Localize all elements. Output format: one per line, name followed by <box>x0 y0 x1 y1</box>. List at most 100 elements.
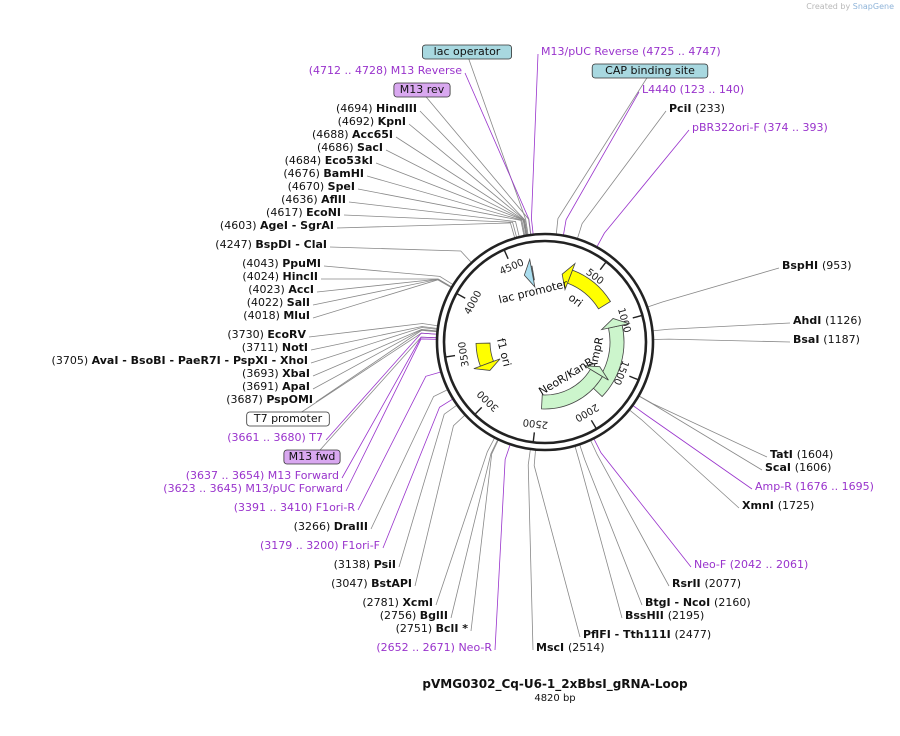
leader-line <box>596 129 690 248</box>
site-position: (4636) <box>281 193 321 206</box>
tick-mark <box>474 406 483 416</box>
leader-line <box>638 395 763 471</box>
feature-f1-ori-body <box>475 342 495 367</box>
enzyme-name: AvaI - BsoBI - PaeR7I - PspXI - XhoI <box>92 354 308 367</box>
site-position: (953) <box>822 259 852 272</box>
bamhi-site-label: (4676) BamHI <box>283 167 364 180</box>
m13-rev-label: M13 rev <box>400 83 445 96</box>
leader-line <box>435 437 496 606</box>
feature-ori-body <box>566 269 612 310</box>
site-position: (3138) <box>334 558 374 571</box>
leader-line <box>366 175 526 236</box>
site-position: (3693) <box>242 367 282 380</box>
enzyme-name: EcoNI <box>306 206 341 219</box>
tick-mark <box>503 249 509 260</box>
tick-label: 4000 <box>463 289 485 317</box>
tick-mark <box>590 419 598 430</box>
site-position: (3047) <box>331 577 371 590</box>
leader-line <box>408 123 528 236</box>
leader-line <box>652 338 791 343</box>
site-position: (3711) <box>242 341 282 354</box>
enzyme-name: KpnI <box>378 115 406 128</box>
site-position: (2160) <box>714 596 751 609</box>
enzyme-name: MscI <box>536 641 568 654</box>
site-position: (3687) <box>226 393 266 406</box>
m13-forward-label: (3637 .. 3654) M13 Forward <box>186 469 339 482</box>
enzyme-name: SalI <box>287 296 310 309</box>
site-position: (3266) <box>294 520 334 533</box>
tick-label: 2000 <box>573 401 601 423</box>
enzyme-name: TatI <box>770 448 797 461</box>
btgi-site-label: BtgI - NcoI (2160) <box>645 596 751 609</box>
leader-line <box>576 110 667 240</box>
enzyme-name: BssHII <box>625 609 668 622</box>
leader-line <box>312 278 453 306</box>
enzyme-name: BspDI - ClaI <box>255 238 327 251</box>
ppumi-site-label: (4043) PpuMI <box>242 257 321 270</box>
site-position: (233) <box>695 102 725 115</box>
tick-label: 4500 <box>498 257 526 277</box>
enzyme-name: EcoRV <box>267 328 306 341</box>
enzyme-name: AccI <box>288 283 314 296</box>
leader-line <box>527 448 534 651</box>
saci-site-label: (4686) SacI <box>317 141 383 154</box>
xbai-site-label: (3693) XbaI <box>242 367 310 380</box>
leader-line <box>562 91 640 236</box>
leader-line <box>341 336 438 479</box>
eco53ki-site-label: (4684) Eco53kI <box>285 154 373 167</box>
neo-f-label: Neo-F (2042 .. 2061) <box>694 558 808 571</box>
scai-site-label: ScaI (1606) <box>765 461 831 474</box>
site-position: (2477) <box>675 628 712 641</box>
site-position: (4603) <box>220 219 260 232</box>
l4440-label: L4440 (123 .. 140) <box>642 83 744 96</box>
econi-site-label: (4617) EcoNI <box>266 206 341 219</box>
site-position: (4692) <box>338 115 378 128</box>
tick-mark <box>532 432 536 443</box>
leader-line <box>638 395 768 458</box>
enzyme-name: ApaI <box>282 380 310 393</box>
site-position: (3730) <box>227 328 267 341</box>
bstapi-site-label: (3047) BstAPI <box>331 577 412 590</box>
leader-line <box>574 445 623 619</box>
site-position: (2077) <box>704 577 741 590</box>
enzyme-name: HincII <box>282 270 318 283</box>
m13-reverse-label: (4712 .. 4728) M13 Reverse <box>309 64 462 77</box>
backbone-ring <box>435 232 655 452</box>
neo-r-label: (2652 .. 2671) Neo-R <box>376 641 492 654</box>
site-position: (4024) <box>242 270 282 283</box>
f1ori-f-label: (3179 .. 3200) F1ori-F <box>260 539 380 552</box>
site-position: (4676) <box>283 167 323 180</box>
feature-label: ori <box>566 291 585 310</box>
enzyme-name: RsrII <box>672 577 704 590</box>
m13-rev-box <box>393 82 451 98</box>
feature-arrowhead <box>561 262 576 292</box>
enzyme-name: DraIII <box>334 520 368 533</box>
m13-fwd-label: M13 fwd <box>289 450 336 463</box>
enzyme-name: BsaI <box>793 333 823 346</box>
enzyme-name: SpeI <box>328 180 355 193</box>
site-position: (4686) <box>317 141 357 154</box>
agei-site-label: (4603) AgeI - SgrAI <box>220 219 334 232</box>
enzyme-name: BamHI <box>323 167 364 180</box>
leader-line <box>466 53 529 236</box>
leader-line <box>348 201 520 238</box>
bsai-site-label: BsaI (1187) <box>793 333 860 346</box>
leader-line <box>343 214 518 238</box>
leader-line <box>357 371 442 511</box>
leader-line <box>531 53 539 235</box>
site-position: (2195) <box>668 609 705 622</box>
leader-line <box>590 439 670 587</box>
tick-mark <box>445 354 456 358</box>
leader-line <box>652 322 791 332</box>
leader-line <box>632 404 753 490</box>
msci-site-label: MscI (2514) <box>536 641 605 654</box>
pbr322ori-f-label: pBR322ori-F (374 .. 393) <box>692 121 828 134</box>
enzyme-name: XcmI <box>402 596 433 609</box>
site-position: (2514) <box>568 641 605 654</box>
site-position: (1606) <box>795 461 832 474</box>
site-position: (3705) <box>52 354 92 367</box>
leader-line <box>336 222 516 239</box>
bcli-site-label: (2751) BclI * <box>396 622 469 635</box>
enzyme-name: PspOMI <box>266 393 313 406</box>
